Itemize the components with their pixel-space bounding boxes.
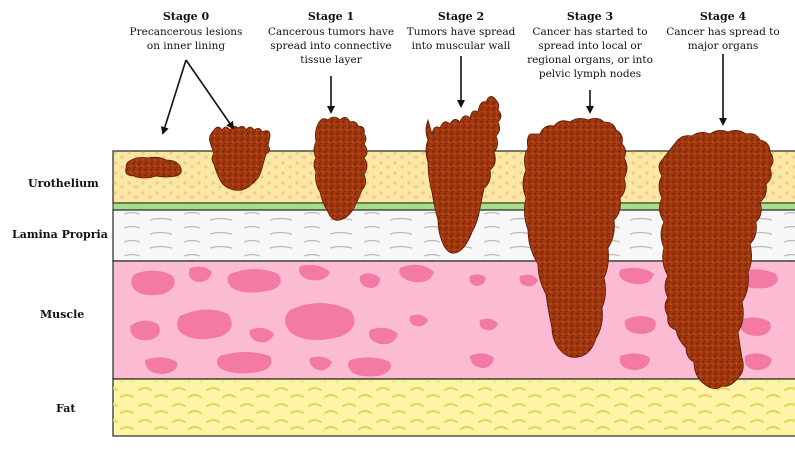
fat-texture [113,381,795,435]
layer-label-lamina-propria: Lamina Propria [12,228,108,241]
stage-labels: Stage 0 Precancerous lesions on inner li… [130,10,780,80]
stage-4-desc-line: major organs [688,40,759,52]
stage-4-label: Stage 4 Cancer has spread to major organ… [666,10,779,52]
stage-1-desc-line: spread into connective [270,40,391,52]
stage-2-label: Stage 2 Tumors have spread into muscular… [407,10,516,52]
stage-0-desc-line: Precancerous lesions [130,26,243,38]
stage-3-title: Stage 3 [567,10,613,23]
stage-0-arrow-left [163,60,186,133]
stage-3-desc-line: spread into local or [538,40,642,52]
layer-labels: Urothelium Lamina Propria Muscle Fat [12,177,108,415]
stage-1-desc-line: tissue layer [300,54,362,66]
stage-1-title: Stage 1 [308,10,354,23]
layer-label-muscle: Muscle [40,308,84,321]
stage-0-desc-line: on inner lining [147,40,225,52]
stage-0-label: Stage 0 Precancerous lesions on inner li… [130,10,243,52]
stage-2-desc-line: Tumors have spread [407,26,516,38]
layer-label-fat: Fat [56,402,76,415]
stage-0-arrow-right [186,60,233,128]
stage-1-label: Stage 1 Cancerous tumors have spread int… [268,10,394,66]
stage-2-title: Stage 2 [438,10,484,23]
stage-3-label: Stage 3 Cancer has started to spread int… [527,10,653,80]
stage-4-title: Stage 4 [700,10,747,23]
layer-label-urothelium: Urothelium [28,177,99,190]
stage-1-desc-line: Cancerous tumors have [268,26,394,38]
stage-4-desc-line: Cancer has spread to [666,26,779,38]
stage-0-title: Stage 0 [163,10,210,23]
stage-2-desc-line: into muscular wall [412,40,511,52]
stage-3-desc-line: pelvic lymph nodes [539,68,641,80]
stage-3-desc-line: Cancer has started to [532,26,647,38]
stage-3-desc-line: regional organs, or into [527,54,653,66]
